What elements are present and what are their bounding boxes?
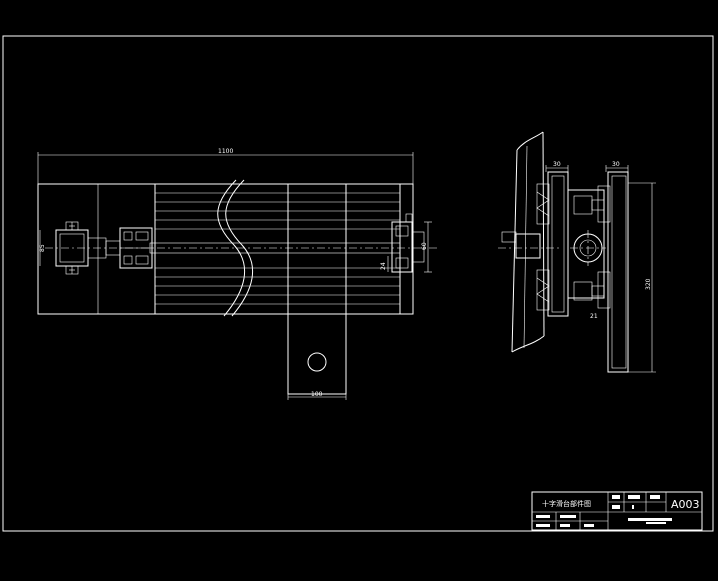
break-line	[217, 179, 246, 317]
rail-group	[154, 183, 401, 315]
left-motor: 85	[39, 221, 121, 275]
left-view: 1100	[37, 148, 440, 400]
title-block-title: 十字滑台部件图	[542, 499, 591, 508]
dim-length-label: 1100	[218, 148, 233, 155]
dim-1100: 1100	[37, 148, 414, 185]
title-block: 十字滑台部件图 A003	[531, 491, 703, 531]
slide-block-center	[567, 189, 605, 299]
guide-blocks	[536, 183, 605, 311]
dim-small-label: 21	[590, 313, 598, 320]
carriage-lower	[287, 313, 347, 395]
carriage-plate	[287, 183, 347, 395]
dim-top-b-label: 30	[612, 161, 620, 168]
dim-320: 320	[628, 182, 656, 373]
dim-right-a-label: 60	[421, 242, 428, 250]
right-bearing-housing: 60 24	[380, 213, 432, 273]
carriage-hole	[307, 352, 327, 372]
drawing-frame	[2, 35, 714, 532]
column-break	[516, 131, 544, 151]
column-break-bottom	[511, 335, 545, 353]
break-line-2	[225, 179, 254, 317]
dims-top: 30 30	[545, 161, 629, 172]
dim-right-b-label: 24	[380, 262, 387, 270]
dim-top-a-label: 30	[553, 161, 561, 168]
right-view: 30 30 320 21	[498, 131, 656, 373]
dim-left-small-label: 85	[39, 244, 46, 252]
base-plate	[37, 183, 414, 315]
dim-100: 100	[287, 391, 347, 400]
left-motor-block	[37, 183, 99, 315]
right-table-plate	[607, 171, 629, 373]
dim-height-label: 320	[645, 278, 652, 290]
slide-block-left	[547, 171, 569, 317]
side-fastener	[498, 231, 560, 259]
left-bearing-housing	[119, 227, 153, 269]
dim-width-label: 100	[311, 391, 323, 398]
title-block-number: A003	[671, 498, 700, 511]
